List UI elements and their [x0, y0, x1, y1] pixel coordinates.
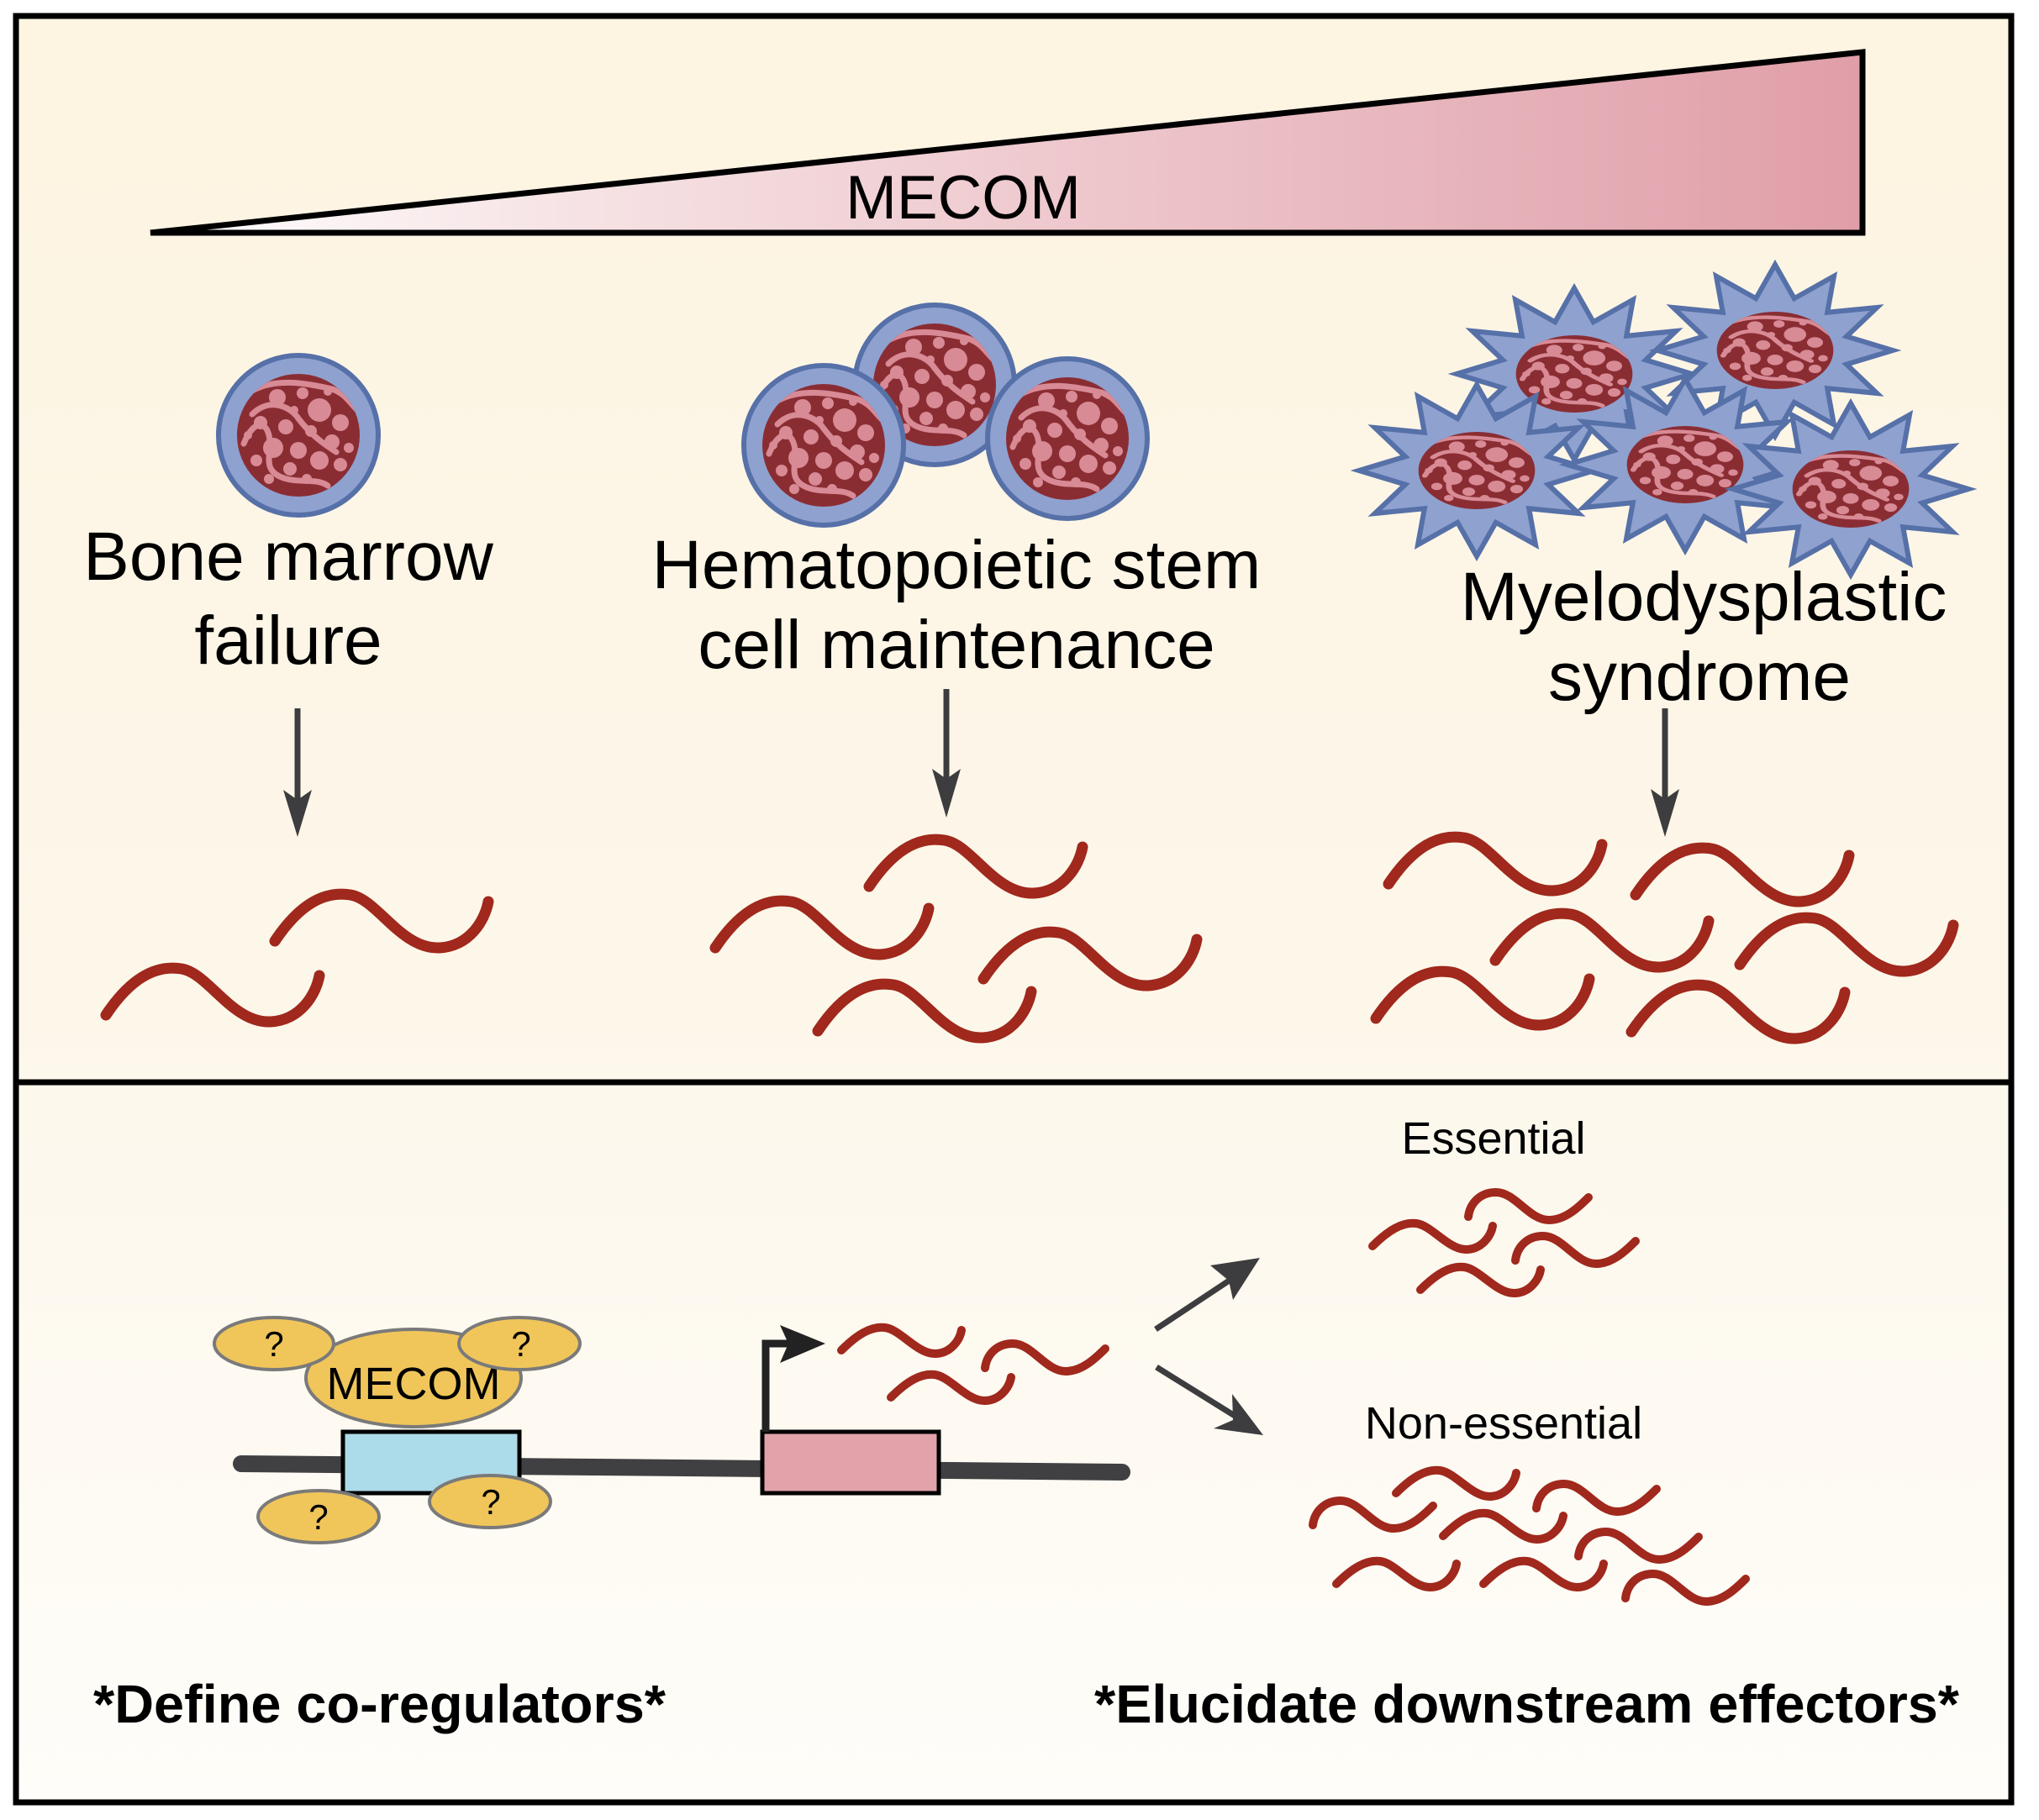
- gradient-label: MECOM: [846, 164, 1081, 232]
- stage-hsc-maintenance: Hematopoietic stem cell maintenance: [652, 305, 1262, 1038]
- mecom-gradient-wedge: MECOM: [150, 49, 1866, 236]
- cell-normal: [219, 355, 378, 515]
- essential-effectors: Essential: [1373, 1113, 1636, 1293]
- stage-title-line1: Hematopoietic stem: [652, 527, 1262, 603]
- arrow-to-essential: [1154, 1258, 1260, 1332]
- gradient-triangle: [150, 49, 1866, 236]
- goal-elucidate-effectors: *Elucidate downstream effectors*: [1094, 1674, 1959, 1734]
- stage-myelodysplastic-syndrome: Myelodysplastic syndrome: [1359, 265, 1968, 1039]
- target-gene: [760, 1325, 941, 1496]
- coregulator-unknown: ?: [213, 1316, 335, 1371]
- mecom-protein-label: MECOM: [327, 1359, 501, 1409]
- goal-define-coregulators: *Define co-regulators*: [93, 1674, 666, 1734]
- target-gene-box: [760, 1429, 941, 1496]
- cell-normal: [988, 359, 1147, 518]
- coregulator-question-mark: ?: [308, 1497, 328, 1537]
- essential-label: Essential: [1401, 1113, 1585, 1164]
- stage-title-line2: failure: [194, 602, 382, 679]
- promoter-arrow-icon: [761, 1325, 825, 1432]
- bottom-panel: MECOM ? ? ? ?: [93, 1113, 1959, 1734]
- down-arrow: [1651, 708, 1679, 837]
- arrow-to-nonessential: [1155, 1365, 1263, 1435]
- coregulator-question-mark: ?: [481, 1482, 500, 1522]
- coregulator-unknown: ?: [457, 1316, 582, 1371]
- stage-title-line1: Bone marrow: [83, 518, 493, 595]
- nonessential-label: Non-essential: [1365, 1398, 1642, 1449]
- stage-title-line1: Myelodysplastic: [1461, 559, 1947, 635]
- top-panel: MECOM Bone marrow failure Hematopoietic …: [83, 49, 1968, 1039]
- nonessential-effectors: Non-essential: [1313, 1398, 1746, 1602]
- stage-title-line2: cell maintenance: [698, 607, 1214, 683]
- down-arrow: [932, 689, 961, 818]
- coregulator-question-mark: ?: [264, 1324, 283, 1364]
- mecom-complex: MECOM ? ? ? ?: [213, 1316, 582, 1544]
- stage-bone-marrow-failure: Bone marrow failure: [83, 355, 494, 1022]
- figure-frame: [13, 13, 2015, 1806]
- stage-title-line2: syndrome: [1548, 639, 1851, 715]
- down-arrow: [283, 708, 312, 837]
- coregulator-unknown: ?: [256, 1489, 381, 1544]
- cell-normal: [744, 366, 904, 525]
- coregulator-question-mark: ?: [511, 1324, 530, 1364]
- coregulator-unknown: ?: [428, 1474, 552, 1529]
